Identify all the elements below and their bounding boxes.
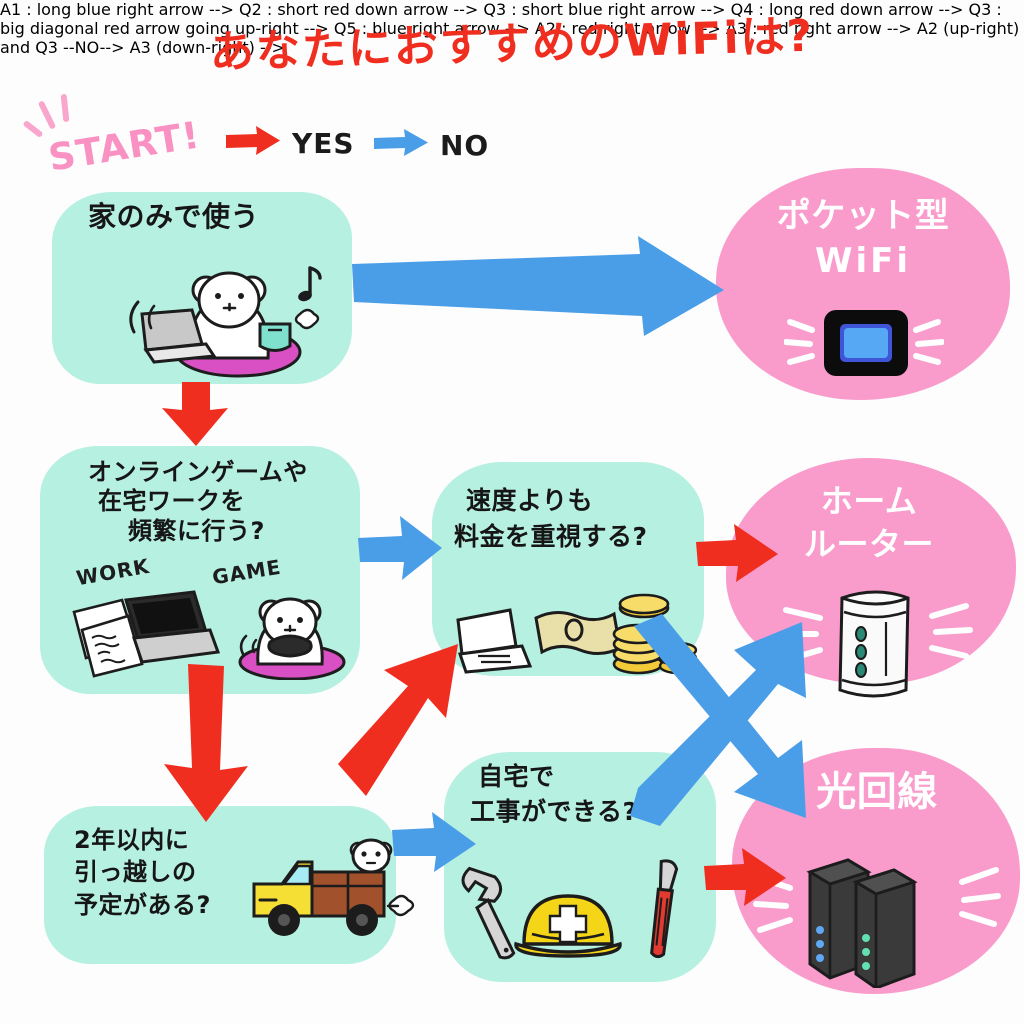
legend-no-label: NO	[440, 128, 490, 162]
edge-price-no	[616, 612, 836, 832]
question-online-game-work-text: オンラインゲームや 在宅ワークを 頻繁に行う?	[88, 458, 308, 545]
edge-home-only-yes	[156, 382, 236, 448]
legend-yes-label: YES	[292, 126, 355, 160]
edge-price-yes	[694, 524, 780, 588]
sparkle-decoration	[37, 100, 57, 130]
page-title: あなたにおすすめのWiFiは?	[209, 10, 815, 79]
bear-with-laptop-illustration	[110, 240, 330, 384]
start-label: START!	[45, 113, 204, 180]
moving-truck-illustration	[238, 822, 418, 956]
edge-construction-yes	[702, 848, 788, 912]
question-price-over-speed-text: 速度よりも 料金を重視する?	[454, 486, 648, 551]
work-and-game-illustration	[68, 570, 358, 684]
edge-game-work-yes	[150, 664, 270, 826]
legend-yes: YES	[224, 124, 355, 162]
no-arrow-icon	[372, 126, 430, 164]
home-router-device-illustration	[776, 576, 976, 712]
answer-pocket-wifi-text: ポケット型 WiFi	[776, 196, 950, 282]
tools-illustration	[452, 856, 706, 978]
edge-moving-yes	[336, 640, 466, 800]
question-home-only-text: 家のみで使う	[88, 200, 260, 233]
answer-home-router-text: ホーム ルーター	[803, 482, 934, 564]
answer-fiber-line-text: 光回線	[816, 769, 938, 815]
edge-home-only-no	[348, 236, 728, 348]
edge-moving-no	[390, 812, 478, 878]
fiber-modem-illustration	[752, 838, 1002, 992]
legend-no: NO	[372, 126, 489, 164]
pocket-wifi-device-illustration	[783, 300, 945, 390]
question-moving-text: 2年以内に 引っ越しの 予定がある?	[74, 826, 211, 919]
edge-game-work-no	[356, 514, 444, 586]
yes-arrow-icon	[224, 124, 282, 162]
question-construction-text: 自宅で 工事ができる?	[470, 762, 638, 826]
sparkle-decoration	[22, 119, 44, 139]
sparkle-decoration	[60, 93, 70, 123]
